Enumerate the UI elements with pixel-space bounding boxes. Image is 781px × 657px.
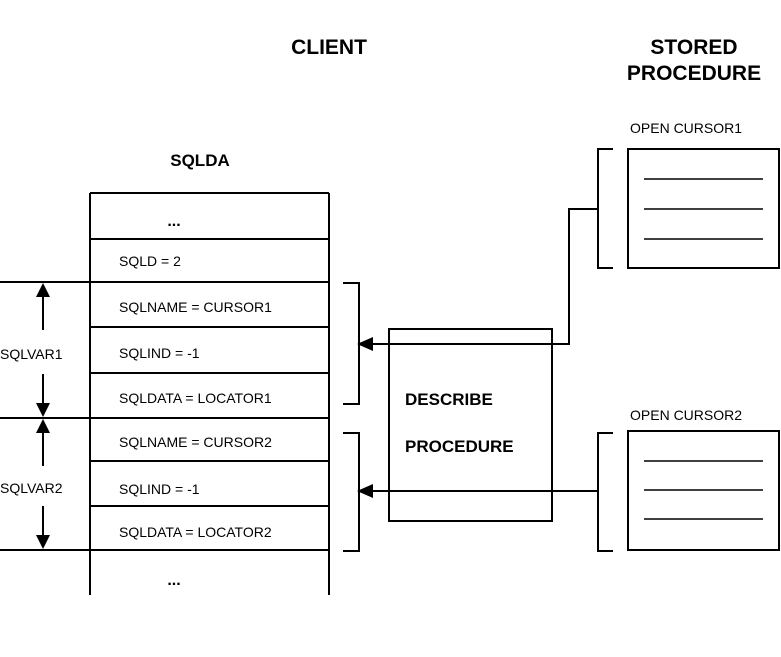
sqlda-table — [0, 192, 330, 595]
sqlvar1-bracket — [343, 282, 360, 405]
cursor1-to-sqlvar1-connector — [370, 208, 598, 345]
sqlda-row-sqlname-2: SQLNAME = CURSOR2 — [119, 434, 272, 450]
cursor2-result-set — [627, 430, 780, 551]
sqlda-row-sqlind-1: SQLIND = -1 — [119, 345, 200, 361]
open-cursor1-label: OPEN CURSOR1 — [630, 120, 742, 136]
cursor1-bracket — [597, 148, 613, 269]
sqlvar2-bracket — [343, 432, 360, 552]
sqlvar2-extent-arrows — [36, 419, 50, 549]
cursor2-rows — [644, 460, 763, 520]
describe-label-line1: DESCRIBE — [405, 390, 493, 409]
sqlda-title: SQLDA — [170, 151, 230, 170]
sqlda-row-ellipsis-top: ... — [167, 213, 180, 230]
cursor1-result-set — [627, 148, 780, 269]
sqlda-row-ellipsis-bottom: ... — [167, 572, 180, 589]
stored-procedure-header-line1: STORED — [650, 36, 737, 59]
sqlda-row-sqld: SQLD = 2 — [119, 253, 181, 269]
sqlda-row-sqldata-2: SQLDATA = LOCATOR2 — [119, 524, 272, 540]
sqlda-row-sqldata-1: SQLDATA = LOCATOR1 — [119, 390, 272, 406]
sqlvar1-label: SQLVAR1 — [0, 346, 63, 362]
sqlda-row-sqlname-1: SQLNAME = CURSOR1 — [119, 299, 272, 315]
cursor1-rows — [644, 178, 763, 240]
stored-procedure-header-line2: PROCEDURE — [627, 62, 761, 85]
sqlda-row-sqlind-2: SQLIND = -1 — [119, 481, 200, 497]
sqlvar1-extent-arrows — [36, 283, 50, 417]
client-header: CLIENT — [291, 36, 367, 59]
cursor1-connector-arrowhead — [357, 337, 373, 351]
describe-procedure-box — [388, 328, 553, 522]
cursor2-bracket — [597, 432, 613, 552]
open-cursor2-label: OPEN CURSOR2 — [630, 407, 742, 423]
describe-label-line2: PROCEDURE — [405, 437, 514, 456]
sqlvar2-label: SQLVAR2 — [0, 480, 63, 496]
cursor2-connector-arrowhead — [357, 484, 373, 498]
